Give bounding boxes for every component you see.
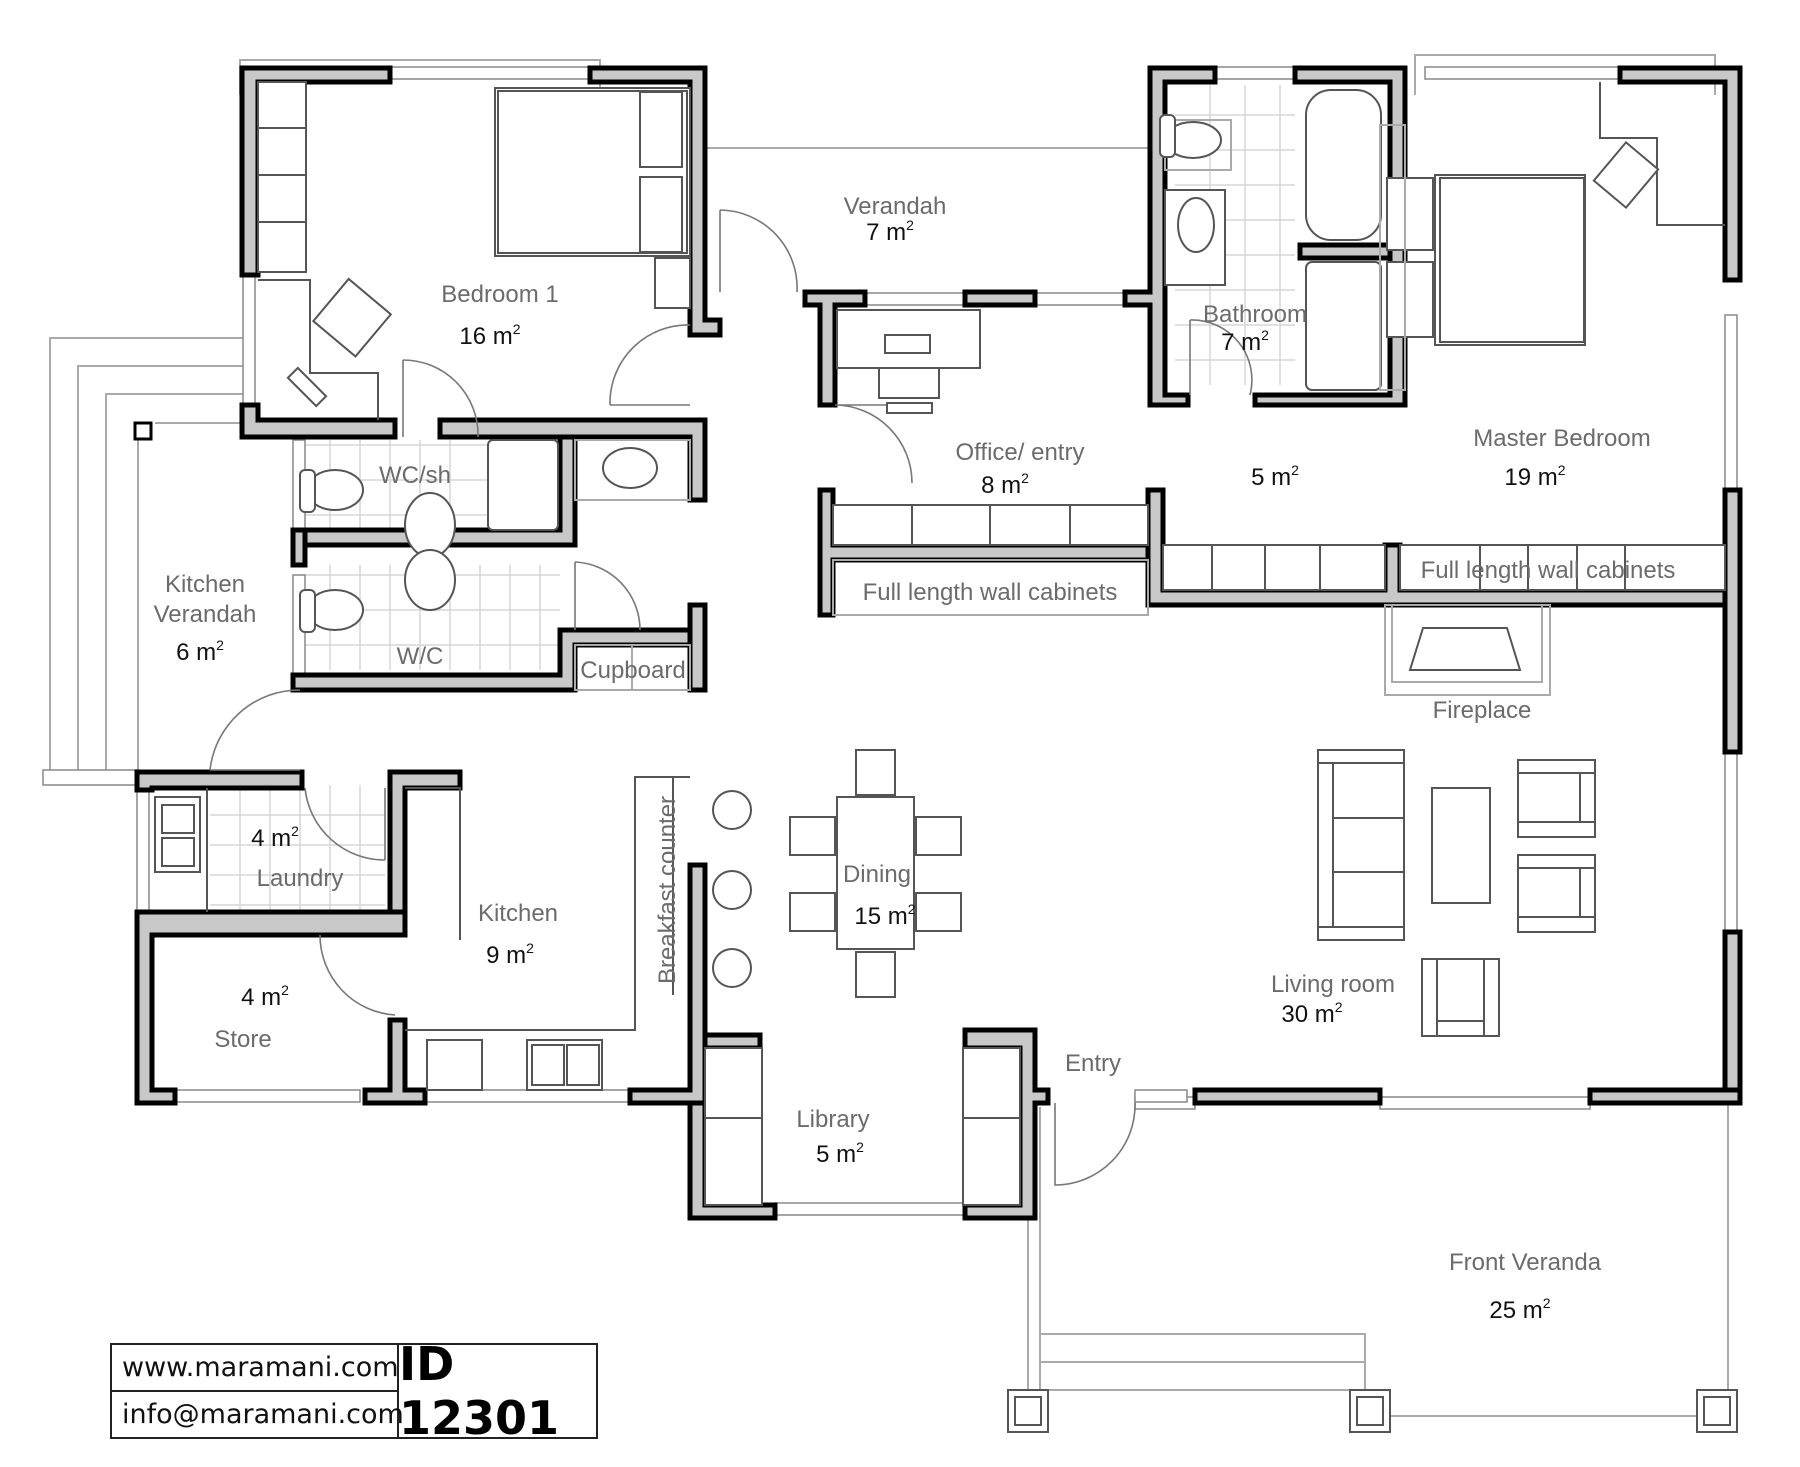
master-bedroom-area: 19 m2 (1504, 462, 1565, 491)
bathroom-area: 7 m2 (1221, 327, 1269, 356)
wcsh-label: WC/sh (379, 462, 451, 489)
master-bedroom-label: Master Bedroom (1473, 425, 1650, 452)
cupboard-label: Cupboard (580, 657, 685, 684)
verandah-label: Verandah (844, 193, 947, 220)
kitchen-verandah-area: 6 m2 (176, 637, 224, 666)
library-label: Library (796, 1106, 869, 1133)
dining-label: Dining (843, 861, 911, 888)
breakfast-counter-label: Breakfast counter (654, 796, 681, 984)
email-link[interactable]: info@maramani.com (112, 1390, 404, 1437)
cabinets-left-label: Full length wall cabinets (863, 579, 1118, 606)
verandah-area: 7 m2 (866, 217, 914, 246)
contact-info: www.maramani.com info@maramani.com (112, 1345, 404, 1437)
store-area: 4 m2 (241, 982, 289, 1011)
kitchen-area: 9 m2 (486, 940, 534, 969)
wc-label: W/C (397, 643, 444, 670)
laundry-area: 4 m2 (251, 823, 299, 852)
living-room-area: 30 m2 (1281, 999, 1342, 1028)
closet-area: 5 m2 (1251, 462, 1299, 491)
veranda-posts (133, 421, 1738, 1433)
living-room-label: Living room (1271, 971, 1395, 998)
kitchen-verandah-label-2: Verandah (154, 601, 257, 628)
front-veranda-label: Front Veranda (1449, 1249, 1602, 1276)
verandah-outlines (42, 54, 1729, 1417)
kitchen-label: Kitchen (478, 900, 558, 927)
branding-box: www.maramani.com info@maramani.com ID 12… (110, 1337, 598, 1445)
front-veranda-area: 25 m2 (1489, 1295, 1550, 1324)
bathroom-label: Bathroom (1203, 301, 1307, 328)
store-label: Store (214, 1026, 271, 1053)
entry-label: Entry (1065, 1050, 1121, 1077)
cabinets-right-label: Full length wall cabinets (1421, 557, 1676, 584)
dining-area: 15 m2 (854, 901, 915, 930)
bedroom1-area: 16 m2 (459, 321, 520, 350)
library-area: 5 m2 (816, 1139, 864, 1168)
bedroom1-label: Bedroom 1 (441, 281, 558, 308)
fireplace-label: Fireplace (1433, 697, 1532, 724)
furniture (154, 81, 1726, 1206)
website-link[interactable]: www.maramani.com (122, 1352, 399, 1383)
kitchen-verandah-label-1: Kitchen (165, 571, 245, 598)
office-label: Office/ entry (956, 439, 1085, 466)
plan-id: ID 12301 (399, 1337, 560, 1445)
laundry-label: Laundry (257, 865, 344, 892)
room-labels: Bedroom 1 16 m2 Verandah 7 m2 Bathroom 7… (154, 193, 1676, 1324)
windows (136, 66, 1738, 1216)
office-area: 8 m2 (981, 470, 1029, 499)
